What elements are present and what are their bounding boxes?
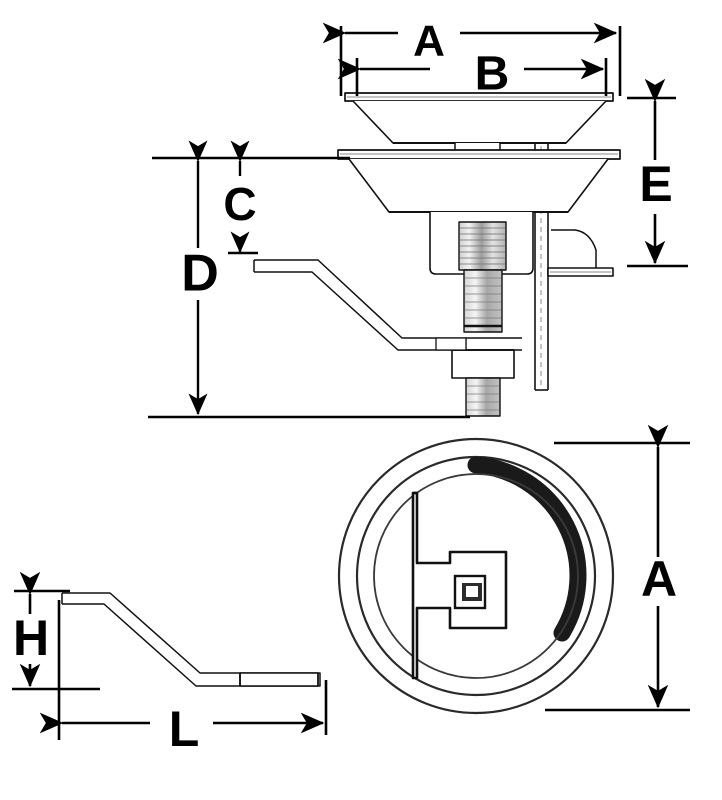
- dimension-h-lever: H: [12, 571, 100, 691]
- lever-detail-view: [61, 592, 321, 687]
- dimension-label-d-left: D: [181, 245, 219, 303]
- dimension-label-e-right: E: [639, 156, 672, 212]
- dimension-label-l-lever: L: [169, 701, 200, 757]
- dimension-d-left: D: [181, 140, 219, 416]
- basket-bowl-upper: [352, 100, 607, 144]
- dimension-label-c-left: C: [223, 178, 256, 230]
- dimension-label-b-top: B: [475, 48, 510, 101]
- threaded-shank-body: [463, 269, 503, 333]
- lever-end-tab: [239, 672, 321, 687]
- dimension-label-h-lever: H: [13, 610, 49, 666]
- shank-tail: [465, 377, 501, 417]
- lock-nut: [451, 349, 515, 379]
- basket-rim-plate: [344, 92, 614, 102]
- dimension-label-a-plan: A: [641, 551, 677, 607]
- threaded-shank-upper: [458, 221, 507, 271]
- dimension-a-plan: A: [545, 424, 690, 712]
- strainer-body-lower: [348, 158, 609, 213]
- dimension-extension-lines-left: [148, 156, 470, 419]
- lever-tab-section: [435, 337, 467, 351]
- side-section-view: [253, 92, 621, 417]
- basket-seat-circle: [373, 473, 579, 679]
- lever-top-edge: [62, 592, 318, 674]
- dimension-e-right: E: [627, 78, 688, 268]
- cam-slot-inner-detail: [453, 574, 487, 610]
- dimension-b-top: B: [337, 48, 608, 101]
- dimension-c-left: C: [223, 140, 258, 255]
- post-bracket: [547, 229, 614, 277]
- top-plan-view: [337, 437, 615, 715]
- mounting-flange-plate: [337, 149, 621, 160]
- dimension-l-lever: L: [39, 600, 328, 757]
- dimension-label-a-top: A: [413, 17, 445, 66]
- dimension-a-top: A: [322, 17, 622, 96]
